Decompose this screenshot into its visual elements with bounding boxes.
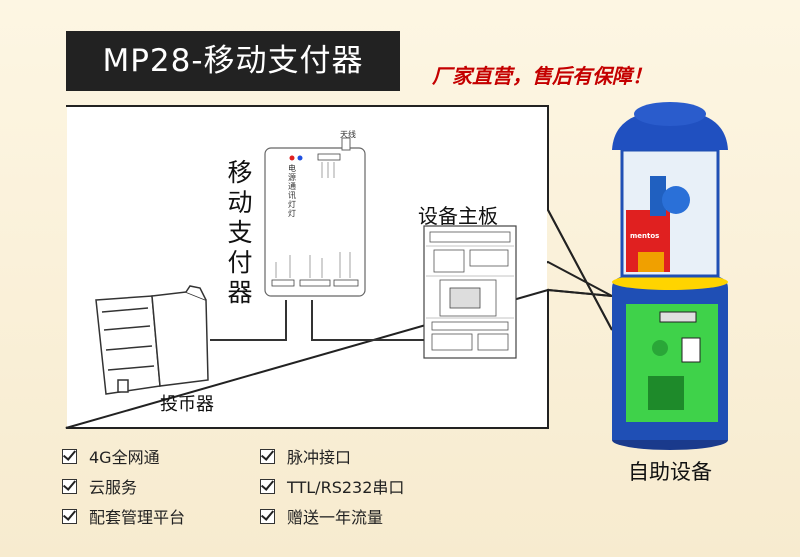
- check-icon: [62, 478, 77, 494]
- feature-item: 云服务: [62, 474, 137, 498]
- feature-item: TTL/RS232串口: [260, 474, 404, 498]
- indicator-label: 电源 通讯 灯灯: [288, 164, 296, 218]
- payment-module-title: 移动支付器: [227, 158, 253, 307]
- page-title: MP28-移动支付器: [66, 31, 400, 91]
- check-icon: [260, 508, 275, 524]
- feature-item: 脉冲接口: [260, 444, 351, 468]
- slogan: 厂家直营，售后有保障！: [432, 64, 652, 88]
- coin-acceptor-label: 投币器: [160, 394, 214, 415]
- coin-acceptor-drawing: [95, 285, 209, 395]
- connection-wires: [210, 300, 424, 341]
- antenna-label: 天线: [340, 130, 356, 139]
- feature-item: 4G全网通: [62, 444, 160, 468]
- feature-item: 配套管理平台: [62, 504, 185, 528]
- feature-item: 赠送一年流量: [260, 504, 383, 528]
- mainboard-title: 设备主板: [418, 204, 498, 228]
- check-icon: [62, 508, 77, 524]
- callout-lines: [547, 209, 613, 331]
- frame-border: [65, 105, 549, 429]
- machine-drawing: [612, 102, 728, 450]
- check-icon: [260, 448, 275, 464]
- machine-brand: mentos: [630, 232, 660, 240]
- payment-module-drawing: [264, 137, 366, 297]
- check-icon: [62, 448, 77, 464]
- check-icon: [260, 478, 275, 494]
- machine-label: 自助设备: [628, 460, 712, 484]
- mainboard-drawing: [423, 225, 517, 359]
